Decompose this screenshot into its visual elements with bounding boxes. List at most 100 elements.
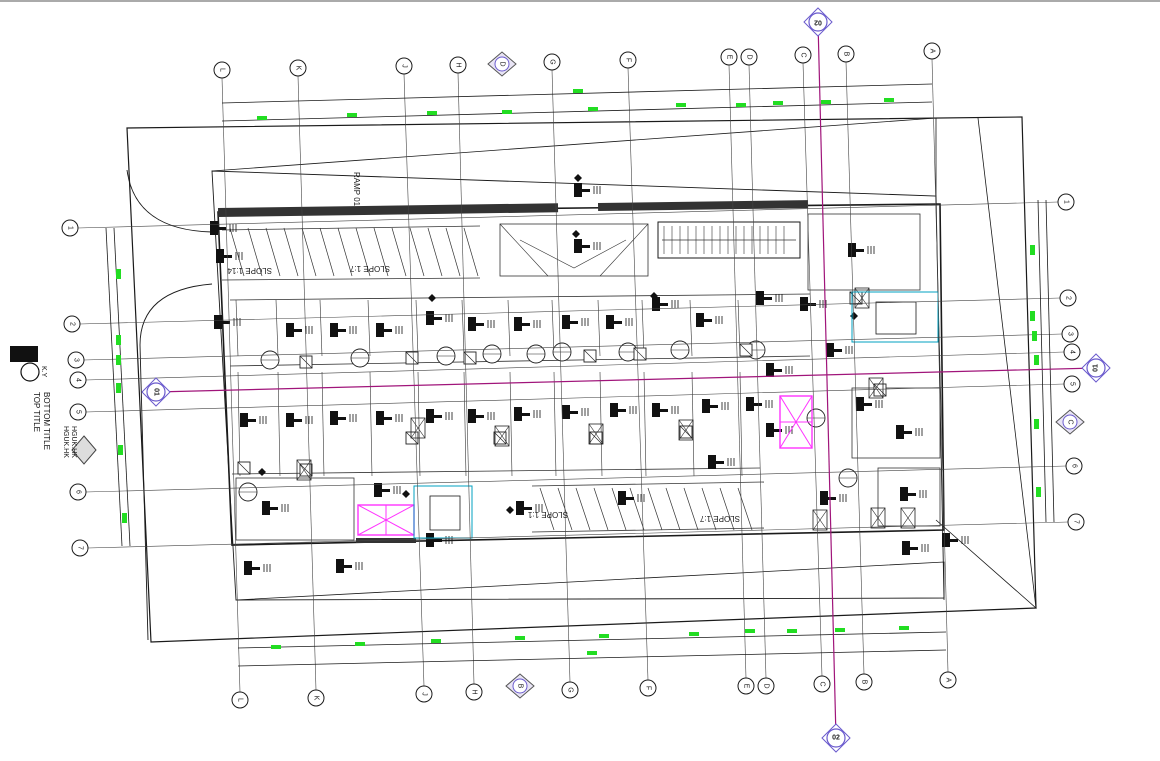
view-markers: DBCA [81,51,1085,699]
car-symbol [574,239,582,253]
car-symbol-arm [476,323,484,326]
car-symbol [610,403,618,417]
car-symbol [562,315,570,329]
car-symbol [896,425,904,439]
ramp-landing [499,223,649,277]
ramp-stripe [647,487,663,531]
dimension-tag [1032,331,1037,341]
view-marker-circle [512,678,528,694]
grid-bubble-left: 5 [69,403,87,421]
car-symbol-arm [522,323,530,326]
dimension-tag [745,629,755,633]
car-symbol-arm [338,417,346,420]
view-marker-label: C [1067,419,1074,424]
bay-line [369,371,373,477]
level-marker [258,468,266,476]
grid-bubble-bottom: F [639,679,657,697]
grid-bubble-right: 7 [1067,513,1085,531]
grid-bubble-bottom-label: L [237,698,244,702]
lift-core-left [357,504,415,536]
equipment-symbols [210,174,969,575]
slope-label-3: SLOPE 1:1 [527,510,568,519]
car-symbol [848,243,856,257]
grid-bubble-left-label: 3 [73,358,80,362]
car-symbol [856,397,864,411]
grid-bubble-top: C [794,46,812,64]
grid-bubble-right-label: 5 [1069,382,1076,386]
title-top: TOP TITLE [32,392,41,432]
ramp-edge [531,527,765,533]
room [235,477,355,541]
section-line-02 [817,21,837,739]
grid-bubble-left: 3 [67,351,85,369]
ramp-stripe [247,227,263,277]
grid-bubble-right-circle [1067,513,1085,531]
title-ref-1: HGUK.HK [62,426,69,458]
dimension-tag [835,628,845,632]
grid-bubble-bottom-label: F [645,686,652,690]
car-symbol-arm [950,539,958,542]
car-symbol [214,315,222,329]
grid-bubble-top: K [289,59,307,77]
car-symbol [746,397,754,411]
ramp-stripe [539,487,555,531]
grid-bubble-bottom: B [855,673,873,691]
square-column-x [493,431,507,445]
grid-bubble-bottom-circle [639,679,657,697]
grid-line-h [85,383,1065,413]
bay-line [367,299,371,357]
grid-bubble-left-label: 5 [75,410,82,414]
car-symbol-arm [828,497,836,500]
grid-bubble-top: G [543,53,561,71]
car-symbol-arm [344,565,352,568]
grid-bubble-left-circle [69,371,87,389]
grid-bubble-top-label: H [455,62,462,67]
shaft-x [812,509,828,531]
grid-bubble-top-label: L [219,68,226,72]
square-column-x [873,383,887,397]
hatched-wall-top-2 [598,200,809,211]
bay-line [277,371,281,477]
dimension-tag [116,335,121,345]
ramp-landing-diag [499,223,549,277]
car-symbol [336,559,344,573]
car-symbol [696,313,704,327]
section-marker: 01 [1081,353,1111,383]
grid-bubble-bottom-circle [855,673,873,691]
ramp-stripes-bottom [531,481,765,533]
dimension-tag [116,383,121,393]
grid-bubble-top-circle [619,51,637,69]
car-symbol [574,183,582,197]
room [807,213,921,291]
dimension-tag [347,113,357,117]
dimension-tag [599,634,609,638]
grid-bubble-bottom-label: K [313,696,320,701]
grid-bubble-left-label: 6 [75,490,82,494]
grid-bubble-bottom-label: J [421,692,428,696]
dimension-tag [773,101,783,105]
car-symbol-arm [252,567,260,570]
car-symbol [286,323,294,337]
grid-bubble-left-circle [61,219,79,237]
dimension-tag [587,651,597,655]
section-marker-label: 02 [832,735,840,742]
grid-bubble-right-label: 4 [1069,350,1076,354]
grid-bubble-bottom-circle [939,671,957,689]
grid-bubble-bottom: A [939,671,957,689]
grid-line-v [551,69,571,683]
ramp-stripe [629,487,645,531]
square-column-x [633,347,647,361]
car-symbol [516,501,524,515]
car-symbol-arm [270,507,278,510]
car-symbol [606,315,614,329]
hatched-wall-top [218,203,559,217]
grid-bubble-bottom: C [813,675,831,693]
car-symbol [286,413,294,427]
car-symbol [702,399,710,413]
dimension-tag [821,100,831,104]
dimension-tag [118,445,123,455]
shaft-box [812,509,828,531]
ramp-edge [221,225,481,231]
section-marker-label: 02 [814,19,822,26]
